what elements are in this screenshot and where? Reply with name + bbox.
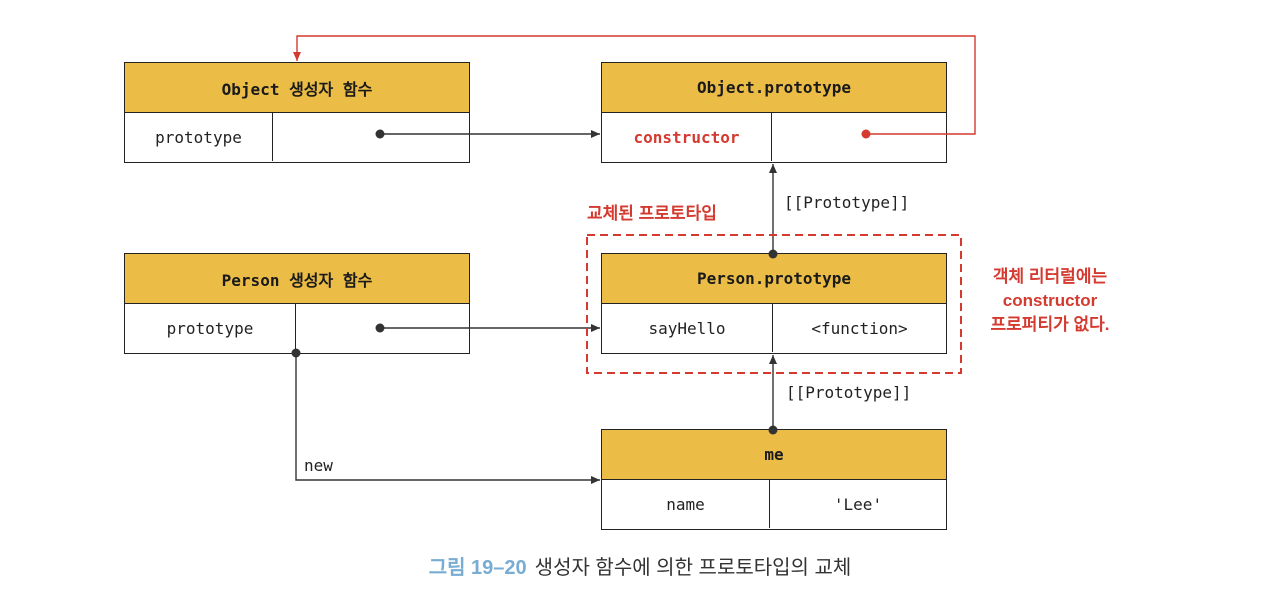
me-object-title: me <box>602 430 946 480</box>
figure-number: 그림 19–20 <box>428 557 527 579</box>
object-constructor-row: prototype <box>125 113 469 161</box>
me-object-row: name 'Lee' <box>602 480 946 528</box>
person-constructor-key: prototype <box>125 304 296 352</box>
object-prototype-title: Object.prototype <box>602 63 946 113</box>
new-instance-link <box>291 348 600 484</box>
me-object-key: name <box>602 480 770 528</box>
person-constructor-value <box>296 304 469 352</box>
person-prototype-row: sayHello <function> <box>602 304 946 352</box>
object-constructor-box: Object 생성자 함수 prototype <box>124 62 470 163</box>
object-prototype-box: Object.prototype constructor <box>601 62 947 163</box>
person-prototype-box: Person.prototype sayHello <function> <box>601 253 947 354</box>
person-constructor-row: prototype <box>125 304 469 352</box>
no-constructor-note-line1: 객체 리터럴에는 <box>992 267 1108 286</box>
replaced-prototype-label: 교체된 프로토타입 <box>587 204 717 223</box>
object-prototype-value <box>772 113 946 161</box>
prototype-link-label-upper: [[Prototype]] <box>784 193 910 212</box>
figure-caption: 그림 19–20 생성자 함수에 의한 프로토타입의 교체 <box>0 551 1280 580</box>
me-object-value: 'Lee' <box>833 494 883 514</box>
object-constructor-value <box>273 113 469 161</box>
object-constructor-key: prototype <box>125 113 273 161</box>
person-constructor-box: Person 생성자 함수 prototype <box>124 253 470 354</box>
person-prototype-key: sayHello <box>602 304 773 352</box>
no-constructor-note-line3: 프로퍼티가 없다. <box>990 315 1110 334</box>
me-object-box: me name 'Lee' <box>601 429 947 530</box>
no-constructor-note: 객체 리터럴에는 constructor 프로퍼티가 없다. <box>975 265 1125 337</box>
object-prototype-row: constructor <box>602 113 946 161</box>
prototype-link-label-lower: [[Prototype]] <box>786 383 912 402</box>
figure-caption-text: 생성자 함수에 의한 프로토타입의 교체 <box>534 557 852 579</box>
no-constructor-note-line2: constructor <box>1002 291 1098 310</box>
person-prototype-chain-link <box>768 164 778 259</box>
person-prototype-title: Person.prototype <box>602 254 946 304</box>
new-label: new <box>304 456 333 475</box>
object-prototype-key: constructor <box>602 113 772 161</box>
me-prototype-chain-link <box>768 355 778 435</box>
object-constructor-title: Object 생성자 함수 <box>125 63 469 113</box>
person-constructor-title: Person 생성자 함수 <box>125 254 469 304</box>
person-prototype-value: <function> <box>811 318 908 338</box>
